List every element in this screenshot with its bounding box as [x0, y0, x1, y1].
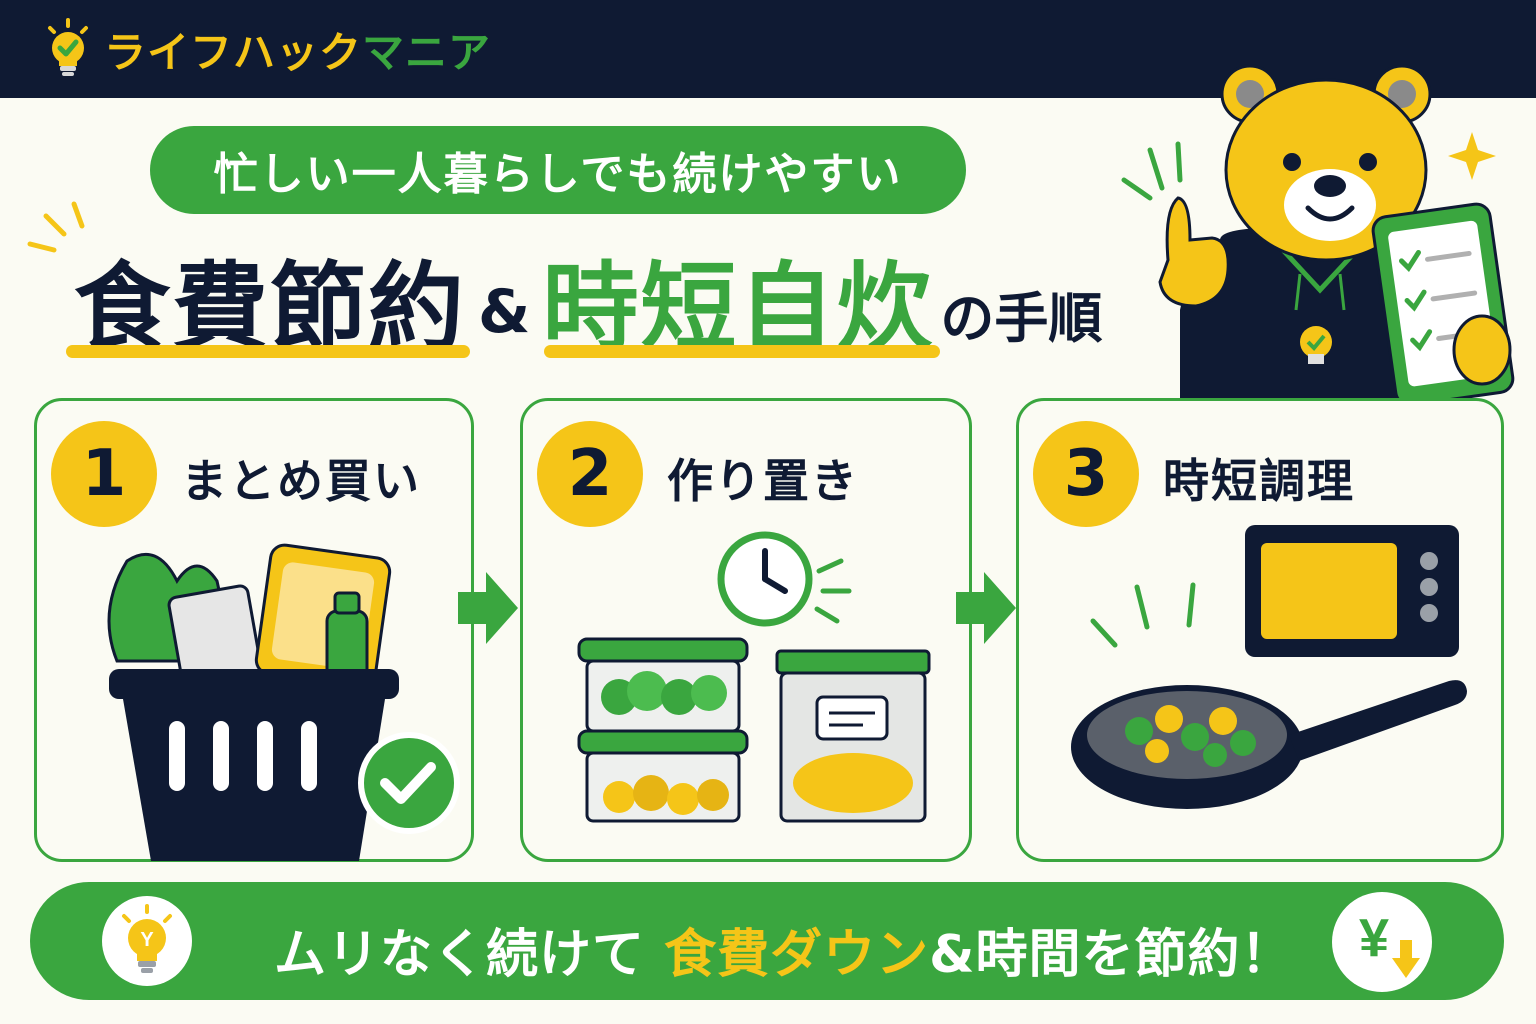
step-label: 作り置き [667, 454, 859, 508]
arrow-right-icon [458, 572, 518, 644]
title-ampersand: & [478, 277, 531, 347]
brand-name-part1: ライフハック [104, 27, 363, 77]
pan-microwave-icon [1071, 525, 1467, 809]
title-part3: の手順 [940, 287, 1103, 350]
svg-text:Y: Y [140, 929, 154, 951]
step-number-badge: 1 [51, 421, 157, 527]
banner-yen-circle: ¥ [1332, 892, 1432, 992]
title-underline-1 [66, 345, 470, 358]
shopping-basket-icon [107, 543, 460, 861]
banner-message-part1: ムリなく続けて [274, 925, 665, 985]
step-label: 時短調理 [1163, 454, 1355, 508]
arrow-right-icon [956, 572, 1016, 644]
banner-message-highlight: 食費ダウン [664, 925, 930, 985]
header-bar: ライフハックマニア [0, 0, 1536, 98]
subtitle-pill: 忙しい一人暮らしでも続けやすい [150, 126, 966, 214]
banner-message-part3: &時間を節約！ [929, 925, 1294, 985]
step-card-2[interactable]: 2 作り置き [520, 398, 972, 862]
bottom-banner: Y ムリなく続けて 食費ダウン&時間を節約！ ¥ [30, 882, 1504, 1000]
step-number-badge: 3 [1033, 421, 1139, 527]
step-card-1[interactable]: 1 まとめ買い [34, 398, 474, 862]
step-label: まとめ買い [181, 454, 421, 508]
lightbulb-check-icon [48, 18, 88, 76]
title-part1: 食費節約 [74, 252, 466, 364]
brand-name-part2: マニア [362, 27, 492, 77]
lightbulb-icon: Y [122, 904, 172, 973]
yen-down-icon: ¥ [1359, 908, 1420, 978]
banner-bulb-circle: Y [102, 896, 192, 986]
svg-text:¥: ¥ [1359, 908, 1389, 968]
title-underline-2 [544, 345, 940, 358]
subtitle-text: 忙しい一人暮らしでも続けやすい [213, 149, 903, 200]
banner-message: ムリなく続けて 食費ダウン&時間を節約！ [274, 912, 1293, 987]
brand-name: ライフハックマニア [104, 19, 491, 80]
meal-prep-containers-icon [577, 531, 931, 823]
title-part2: 時短自炊 [542, 252, 935, 364]
brand-logo[interactable]: ライフハックマニア [44, 18, 491, 80]
bear-mascot [1121, 64, 1515, 400]
sparkle-lines-left [27, 201, 85, 253]
page-title: 食費節約 & 時短自炊 の手順 [74, 236, 1102, 356]
step-card-3[interactable]: 3 時短調理 [1016, 398, 1504, 862]
step-number-badge: 2 [537, 421, 643, 527]
